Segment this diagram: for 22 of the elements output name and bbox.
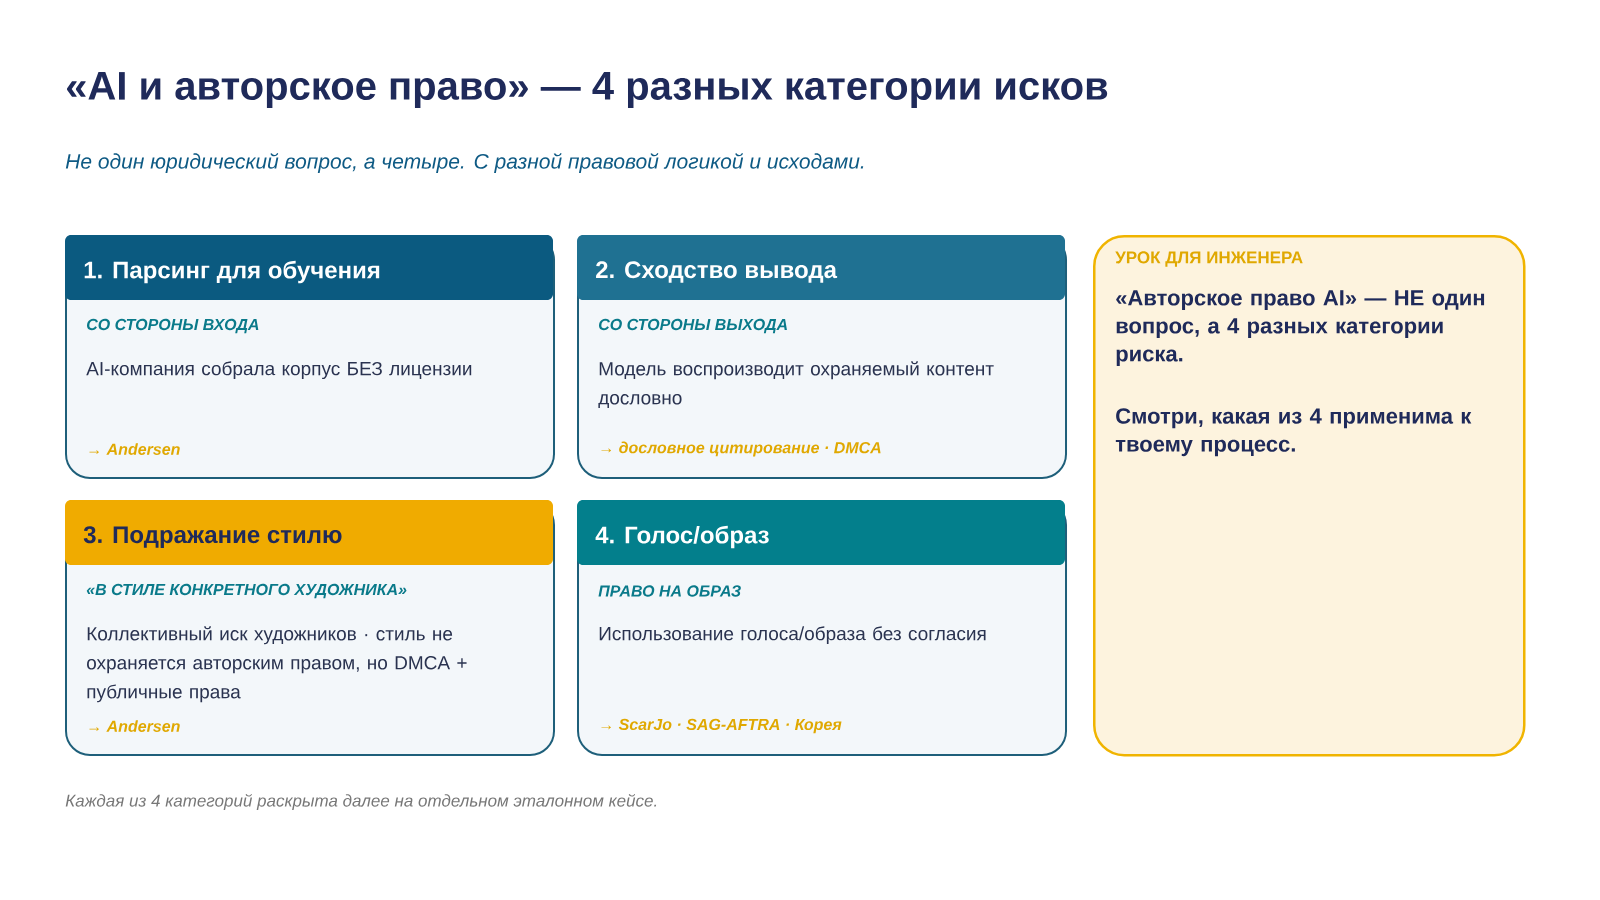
card-kicker: «В СТИЛЕ КОНКРЕТНОГО ХУДОЖНИКА» xyxy=(86,583,407,599)
panel-kicker: УРОК ДЛЯ ИНЖЕНЕРА xyxy=(1115,251,1303,267)
case-reference: → Andersen xyxy=(89,720,180,732)
card-text: AI-компания собрала корпус БЕЗ лицензии xyxy=(86,361,472,380)
card-text: Модель воспроизводит охраняемый контент дословно xyxy=(598,361,994,409)
subtitle: Не один юридический вопрос, а четыре. С разной правовой логикой и исходами. xyxy=(65,153,864,173)
panel-text: «Авторское право AI» — НЕ один вопрос, а 4 разных категории риска. xyxy=(1116,290,1485,366)
card-header: 3. Подражание стилю xyxy=(65,500,553,565)
card-kicker: СО СТОРОНЫ ВЫХОДА xyxy=(599,318,787,334)
card-header: 2. Сходство вывода xyxy=(577,235,1065,300)
card-kicker: СО СТОРОНЫ ВХОДА xyxy=(87,318,259,334)
card-header: 1. Парсинг для обучения xyxy=(65,235,553,300)
card-header: 4. Голос/образ xyxy=(577,500,1065,565)
title: «AI и авторское право» — 4 разных категории исков xyxy=(67,72,1108,108)
card-kicker: ПРАВО НА ОБРАЗ xyxy=(598,585,741,597)
card-text: Использование голоса/образа без согласия xyxy=(599,626,986,645)
case-reference: → Andersen xyxy=(89,443,180,455)
case-reference: → дословное цитирование · DMCA xyxy=(601,441,881,457)
case-reference: → ScarJo · SAG-AFTRA · Корея xyxy=(601,718,842,734)
caption: Каждая из 4 категорий раскрыта далее на отдельном эталонном кейсе. xyxy=(65,793,657,811)
card-text: Коллективный иск художников · стиль не охраняется авторским правом, но DMCA + публичные права xyxy=(87,626,467,703)
panel-text: Смотри, какая из 4 применима к твоему процесс. xyxy=(1115,408,1472,457)
